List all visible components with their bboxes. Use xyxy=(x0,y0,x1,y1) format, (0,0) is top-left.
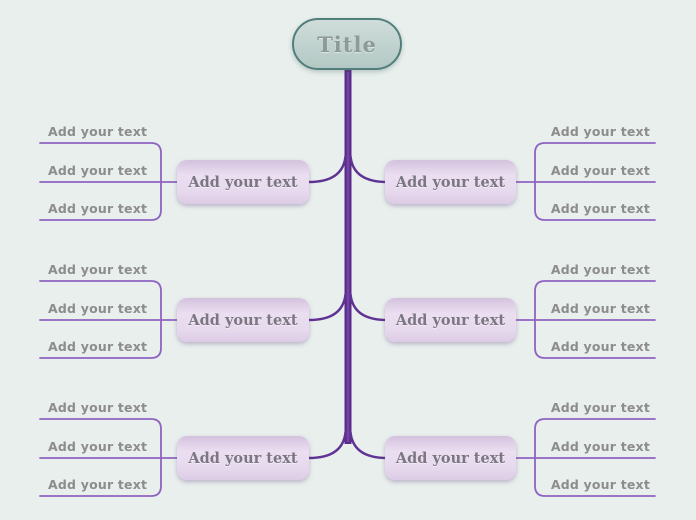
subtopic-left-1-3[interactable]: Add your text xyxy=(48,201,148,216)
subtopic-left-2-2[interactable]: Add your text xyxy=(48,301,148,316)
root-title-label: Title xyxy=(317,31,377,57)
subtopic-left-2-1[interactable]: Add your text xyxy=(48,262,148,277)
subtopic-left-1-1[interactable]: Add your text xyxy=(48,124,148,139)
subtopic-right-3-3[interactable]: Add your text xyxy=(550,477,650,492)
topic-node-left-1[interactable]: Add your text xyxy=(177,160,309,204)
subtopic-left-1-2[interactable]: Add your text xyxy=(48,163,148,178)
topic-label: Add your text xyxy=(188,311,298,329)
topic-node-right-3[interactable]: Add your text xyxy=(385,436,516,480)
subtopic-right-2-2[interactable]: Add your text xyxy=(550,301,650,316)
subtopic-right-3-2[interactable]: Add your text xyxy=(550,439,650,454)
topic-label: Add your text xyxy=(188,173,298,191)
topic-label: Add your text xyxy=(188,449,298,467)
topic-node-left-2[interactable]: Add your text xyxy=(177,298,309,342)
branch-right-1 xyxy=(349,154,389,184)
subtopic-right-1-3[interactable]: Add your text xyxy=(550,201,650,216)
branch-left-2 xyxy=(307,292,347,322)
topic-node-right-2[interactable]: Add your text xyxy=(385,298,516,342)
topic-label: Add your text xyxy=(395,311,506,329)
branch-right-3 xyxy=(349,430,389,460)
root-title-node[interactable]: Title xyxy=(292,18,402,70)
branch-left-3 xyxy=(307,430,347,460)
branch-left-1 xyxy=(307,154,347,184)
topic-node-right-1[interactable]: Add your text xyxy=(385,160,516,204)
subtopic-left-3-2[interactable]: Add your text xyxy=(48,439,148,454)
subtopic-left-3-1[interactable]: Add your text xyxy=(48,400,148,415)
subtopic-right-1-1[interactable]: Add your text xyxy=(550,124,650,139)
subtopic-right-2-1[interactable]: Add your text xyxy=(550,262,650,277)
subtopic-left-2-3[interactable]: Add your text xyxy=(48,339,148,354)
subtopic-left-3-3[interactable]: Add your text xyxy=(48,477,148,492)
subtopic-right-2-3[interactable]: Add your text xyxy=(550,339,650,354)
subtopic-right-3-1[interactable]: Add your text xyxy=(550,400,650,415)
topic-label: Add your text xyxy=(395,449,506,467)
topic-node-left-3[interactable]: Add your text xyxy=(177,436,309,480)
subtopic-right-1-2[interactable]: Add your text xyxy=(550,163,650,178)
topic-label: Add your text xyxy=(395,173,506,191)
branch-right-2 xyxy=(349,292,389,322)
